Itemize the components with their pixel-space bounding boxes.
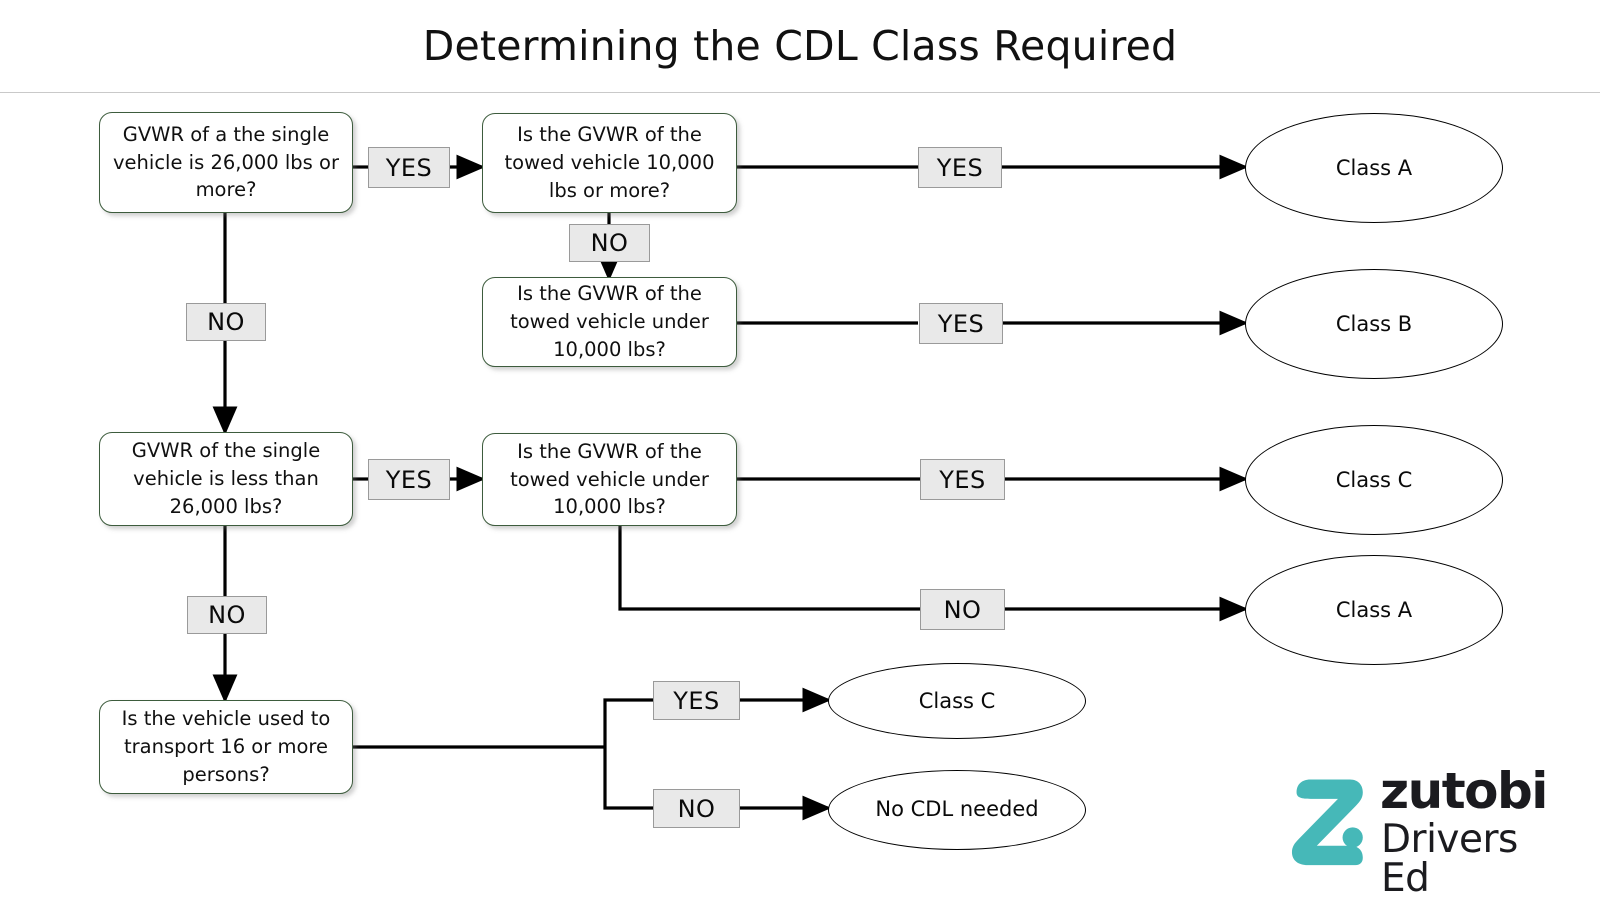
decision-node-towed-10000-or-more[interactable]: Is the GVWR of the towed vehicle 10,000 … bbox=[482, 113, 737, 213]
edge-label-yes-d6-classc: YES bbox=[653, 681, 740, 720]
title-divider bbox=[0, 92, 1600, 93]
edge-label-text: YES bbox=[936, 153, 984, 182]
zutobi-logo: zutobi Drivers Ed bbox=[1280, 762, 1550, 898]
terminal-node-class-a-bottom[interactable]: Class A bbox=[1245, 555, 1503, 665]
edge-label-no-d5-classa: NO bbox=[920, 589, 1005, 630]
terminal-node-class-c-middle[interactable]: Class C bbox=[1245, 425, 1503, 535]
terminal-node-label: Class B bbox=[1335, 311, 1413, 336]
zutobi-z-icon bbox=[1291, 779, 1363, 866]
edge-label-text: NO bbox=[943, 595, 982, 624]
terminal-node-class-b[interactable]: Class B bbox=[1245, 269, 1503, 379]
decision-node-transport-16-or-more[interactable]: Is the vehicle used to transport 16 or m… bbox=[99, 700, 353, 794]
decision-node-label: Is the GVWR of the towed vehicle under 1… bbox=[510, 282, 709, 361]
edge-label-no-d6-nocdl: NO bbox=[653, 789, 740, 828]
decision-node-towed-under-10000-upper[interactable]: Is the GVWR of the towed vehicle under 1… bbox=[482, 277, 737, 367]
zutobi-tagline: Drivers Ed bbox=[1381, 817, 1518, 901]
edge-label-no-d2-d3: NO bbox=[569, 224, 650, 262]
edge-label-yes-d1-d2: YES bbox=[368, 147, 450, 188]
edge-label-no-d1-d4: NO bbox=[186, 303, 266, 341]
decision-node-gvwr-single-less-26000[interactable]: GVWR of the single vehicle is less than … bbox=[99, 432, 353, 526]
edge-label-text: NO bbox=[590, 229, 629, 257]
zutobi-wordmark: zutobi bbox=[1380, 762, 1548, 820]
edge-label-yes-d4-d5: YES bbox=[368, 459, 450, 500]
edge-label-text: YES bbox=[937, 309, 985, 338]
edge-label-text: NO bbox=[677, 794, 716, 823]
edge-label-text: YES bbox=[385, 465, 433, 494]
edge-label-text: YES bbox=[673, 686, 720, 715]
terminal-node-label: Class A bbox=[1335, 597, 1413, 622]
terminal-node-label: Class C bbox=[1335, 467, 1413, 492]
edge-label-text: YES bbox=[939, 465, 986, 494]
edge-label-yes-d2-classa: YES bbox=[918, 147, 1002, 188]
title-bar: Determining the CDL Class Required bbox=[0, 0, 1600, 93]
edge-label-yes-d3-classb: YES bbox=[919, 303, 1003, 344]
decision-node-label: Is the vehicle used to transport 16 or m… bbox=[121, 707, 331, 786]
terminal-node-label: No CDL needed bbox=[875, 797, 1039, 822]
decision-node-label: GVWR of a the single vehicle is 26,000 l… bbox=[113, 122, 339, 202]
edge-label-text: NO bbox=[207, 308, 245, 336]
page-title: Determining the CDL Class Required bbox=[422, 22, 1178, 70]
terminal-node-label: Class C bbox=[918, 688, 996, 713]
edge-label-no-d4-d6: NO bbox=[187, 596, 267, 634]
terminal-node-class-a-top[interactable]: Class A bbox=[1245, 113, 1503, 223]
terminal-node-no-cdl-needed[interactable]: No CDL needed bbox=[828, 770, 1086, 850]
decision-node-label: Is the GVWR of the towed vehicle under 1… bbox=[510, 439, 709, 519]
decision-node-label: Is the GVWR of the towed vehicle 10,000 … bbox=[504, 123, 715, 202]
decision-node-towed-under-10000-lower[interactable]: Is the GVWR of the towed vehicle under 1… bbox=[482, 433, 737, 526]
decision-node-label: GVWR of the single vehicle is less than … bbox=[131, 439, 321, 518]
terminal-node-class-c-bottom[interactable]: Class C bbox=[828, 663, 1086, 739]
decision-node-gvwr-single-26000-or-more[interactable]: GVWR of a the single vehicle is 26,000 l… bbox=[99, 112, 353, 213]
edge-label-yes-d5-classc: YES bbox=[920, 459, 1005, 500]
terminal-node-label: Class A bbox=[1335, 155, 1413, 180]
edge-label-text: NO bbox=[208, 601, 246, 629]
edge-label-text: YES bbox=[385, 153, 433, 182]
